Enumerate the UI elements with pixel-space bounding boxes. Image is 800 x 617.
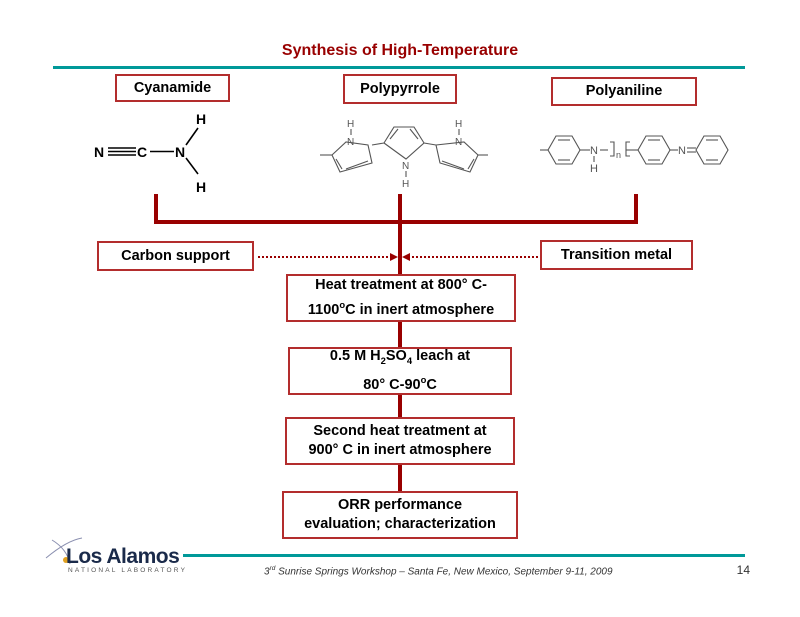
footer-ordinal: 3 [264, 566, 270, 578]
step-line: 80° C-90oC [363, 370, 437, 395]
atom-n: N [678, 145, 686, 157]
step-acid-leach-box: 0.5 M H2SO4 leach at 80° C-90oC [288, 347, 512, 395]
los-alamos-swoosh-icon [45, 537, 83, 565]
precursor-polypyrrole-box: Polypyrrole [343, 74, 457, 104]
slide-title: Synthesis of High-Temperature [281, 42, 519, 59]
dotted-arrows [258, 253, 540, 261]
step-line: Heat treatment at 800° C- [315, 277, 487, 294]
polyaniline-structure: N H n N [540, 135, 729, 175]
connector-right-drop [634, 194, 638, 224]
step-line: ORR performance [337, 497, 463, 513]
polypyrrole-structure: N H N H N H [320, 119, 488, 190]
step-line: 0.5 M H2SO4 leach at [330, 347, 470, 370]
precursor-label: Cyanamide [133, 79, 212, 96]
atom-h: H [402, 179, 409, 190]
step-text: 80° C-90 [363, 376, 421, 393]
input-label: Carbon support [121, 247, 230, 264]
step-line: 900° C in inert atmosphere [308, 442, 492, 458]
atom-h: H [590, 163, 598, 175]
atom-h: H [347, 119, 354, 130]
step-heat-treatment-box: Heat treatment at 800° C- 1100oC in iner… [286, 274, 516, 322]
logo-name: Los Alamos [66, 545, 180, 568]
arrowhead-left-icon [402, 253, 410, 261]
step-text: leach at [412, 348, 471, 365]
input-transition-metal-box: Transition metal [540, 240, 693, 270]
cyanamide-structure: N C N H H [94, 111, 206, 195]
step-second-heat-box: Second heat treatment at 900° C in inert… [285, 417, 515, 465]
atom-n: N [590, 145, 598, 157]
footer-citation: 3rd Sunrise Springs Workshop – Santa Fe,… [264, 565, 613, 577]
connector-left-drop [154, 194, 158, 224]
atom-h: H [196, 111, 206, 127]
connector-step-2-3 [398, 395, 402, 418]
step-line: evaluation; characterization [304, 516, 496, 532]
step-line: Second heat treatment at [313, 423, 487, 439]
precursor-polyaniline-box: Polyaniline [551, 77, 697, 106]
logo-subtitle: NATIONAL LABORATORY [68, 567, 188, 574]
subscript: 4 [406, 355, 413, 367]
atom-n: N [347, 137, 354, 148]
step-orr-evaluation-box: ORR performance evaluation; characteriza… [282, 491, 518, 539]
step-text: 0.5 M H [329, 348, 381, 365]
step-text: C in inert atmosphere [345, 301, 495, 318]
precursor-label: Polyaniline [585, 83, 663, 99]
input-label: Transition metal [560, 246, 673, 263]
atom-n: N [402, 161, 409, 172]
atom-n: N [455, 137, 462, 148]
atom-n: N [94, 144, 104, 160]
connector-step-1-2 [398, 322, 402, 348]
connector-horizontal [154, 220, 638, 224]
degree-sup: o [339, 299, 346, 311]
footer-text: Sunrise Springs Workshop – Santa Fe, New… [275, 566, 613, 578]
subscript-n: n [616, 150, 621, 160]
footer-divider [183, 554, 745, 557]
atom-h: H [455, 119, 462, 130]
step-text: SO [385, 348, 407, 365]
arrowhead-right-icon [390, 253, 398, 261]
step-text: C [426, 376, 437, 393]
atom-c: C [137, 144, 147, 160]
connector-main-trunk [398, 194, 402, 274]
step-line: 1100oC in inert atmosphere [308, 295, 494, 320]
atom-h: H [196, 179, 206, 195]
connector-step-3-4 [398, 465, 402, 492]
input-carbon-support-box: Carbon support [97, 241, 254, 271]
subscript: 2 [380, 355, 386, 367]
degree-sup: o [420, 374, 427, 386]
precursor-cyanamide-box: Cyanamide [115, 74, 230, 102]
footer-ordinal-suffix: rd [269, 565, 276, 572]
precursor-label: Polypyrrole [360, 80, 440, 97]
atom-n: N [175, 144, 185, 160]
page-number: 14 [736, 563, 750, 577]
step-text: 1100 [307, 301, 340, 318]
title-divider [53, 66, 745, 69]
